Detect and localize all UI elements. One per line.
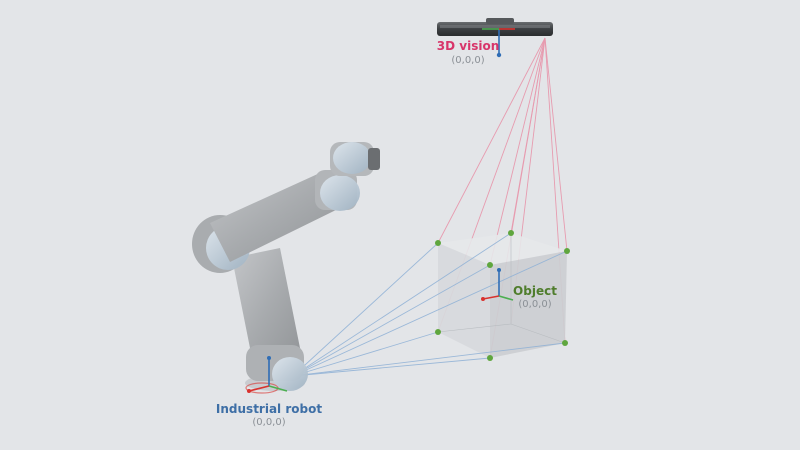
- cube-vertex: [508, 230, 514, 236]
- robot-rays: [292, 232, 568, 377]
- robot-label: Industrial robot (0,0,0): [216, 402, 322, 428]
- cube-vertices: [435, 230, 570, 361]
- camera-device: [437, 18, 553, 36]
- camera-rays: [437, 37, 568, 359]
- robot-axes-icon: [247, 356, 288, 393]
- cube-top-face: [438, 233, 567, 265]
- cube-left-face: [438, 243, 490, 358]
- cube-vertex: [564, 248, 570, 254]
- cube-vertex: [435, 329, 441, 335]
- cube-vertex: [562, 340, 568, 346]
- camera-label: 3D vision (0,0,0): [437, 39, 499, 66]
- camera-axes-icon: [482, 28, 515, 58]
- cube-vertex: [487, 262, 493, 268]
- robot-label-title: Industrial robot: [216, 402, 322, 416]
- cube-vertex: [435, 240, 441, 246]
- cube-vertex: [487, 355, 493, 361]
- object-label: Object (0,0,0): [513, 284, 557, 310]
- robot-arm: [192, 142, 380, 394]
- robot-label-coords: (0,0,0): [252, 417, 285, 428]
- camera-label-coords: (0,0,0): [451, 55, 484, 66]
- camera-label-title: 3D vision: [437, 39, 499, 53]
- object-axes-icon: [481, 268, 514, 301]
- object-label-title: Object: [513, 284, 557, 298]
- object-label-coords: (0,0,0): [518, 299, 551, 310]
